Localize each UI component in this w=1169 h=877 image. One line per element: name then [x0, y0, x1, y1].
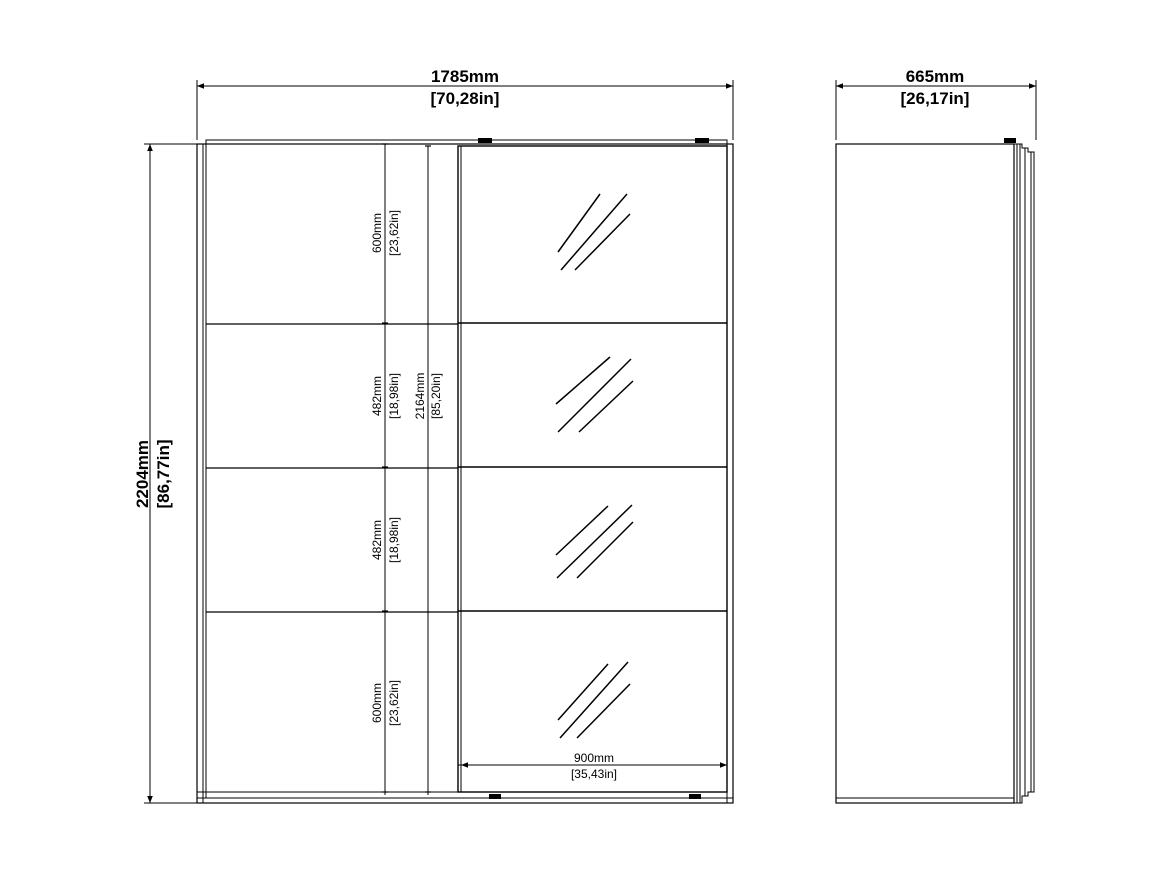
glass-hatch-2 — [555, 356, 634, 433]
section-1-height-in: [23,62in] — [387, 210, 401, 256]
left-door — [206, 323, 458, 613]
section-4-height-in: [23,62in] — [387, 680, 401, 726]
door-width-mm: 900mm — [574, 751, 614, 765]
glass-hatch-1 — [557, 193, 631, 271]
door-width-in: [35,43in] — [571, 767, 617, 781]
inner-height-in: [85,20in] — [429, 373, 443, 419]
overall-width-in: [70,28in] — [431, 89, 500, 108]
side-view: 665mm [26,17in] — [835, 67, 1037, 804]
side-top-roller — [1004, 138, 1016, 143]
right-glass-door — [457, 145, 728, 793]
inner-height-mm: 2164mm — [413, 373, 427, 420]
top-roller-right — [695, 138, 709, 143]
bottom-roller-right — [689, 794, 701, 799]
door-profile — [1014, 143, 1035, 804]
section-2-height-in: [18,98in] — [387, 373, 401, 419]
section-1-height-mm: 600mm — [370, 213, 384, 253]
overall-height-mm: 2204mm — [133, 440, 152, 508]
wardrobe-body-outline — [196, 143, 734, 804]
section-3-height-mm: 482mm — [370, 520, 384, 560]
front-view: 600mm [23,62in] 482mm [18,98in] 482mm [1… — [133, 67, 734, 804]
overall-height-in: [86,77in] — [154, 440, 173, 509]
glass-hatch-3 — [555, 504, 634, 579]
depth-mm: 665mm — [906, 67, 965, 86]
side-body-outline — [835, 143, 1015, 804]
depth-in: [26,17in] — [901, 89, 970, 108]
top-roller-left — [478, 138, 492, 143]
top-rail — [205, 139, 728, 144]
section-4-height-mm: 600mm — [370, 683, 384, 723]
bottom-roller-left — [489, 794, 501, 799]
section-3-height-in: [18,98in] — [387, 517, 401, 563]
glass-hatch-4 — [557, 661, 631, 739]
overall-width-mm: 1785mm — [431, 67, 499, 86]
section-2-height-mm: 482mm — [370, 376, 384, 416]
